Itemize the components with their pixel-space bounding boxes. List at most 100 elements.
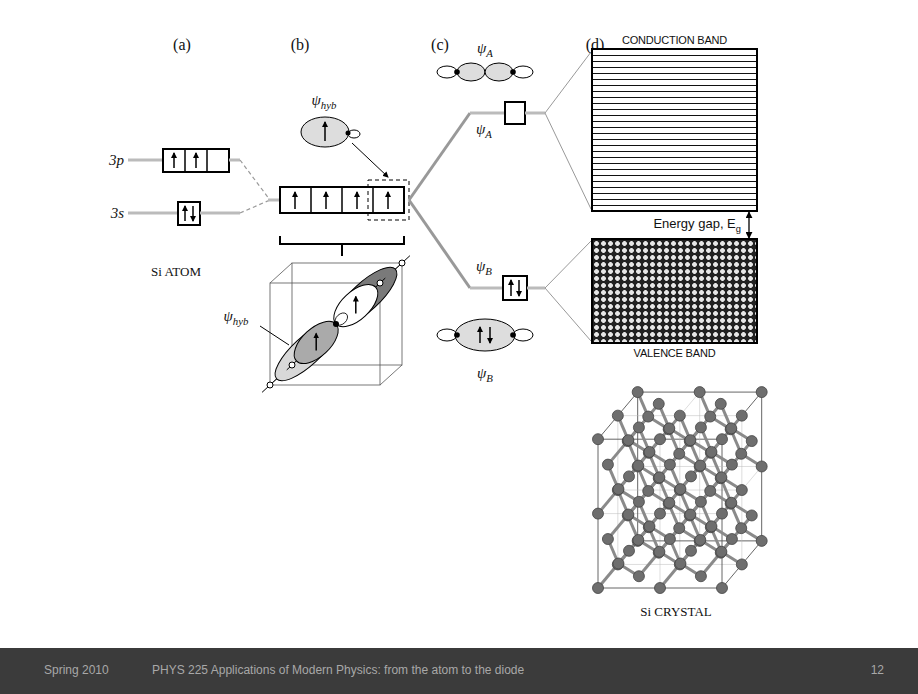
si-crystal-lattice bbox=[674, 559, 685, 570]
tetrahedral-hybrids bbox=[326, 259, 404, 334]
si-crystal-lattice bbox=[675, 558, 686, 569]
si-crystal-lattice bbox=[674, 410, 685, 421]
si-crystal-lattice bbox=[716, 546, 727, 557]
panel-letter: (b) bbox=[291, 36, 310, 54]
si-crystal-lattice bbox=[624, 471, 635, 482]
si-crystal-lattice bbox=[593, 434, 604, 445]
si-crystal-lattice bbox=[632, 535, 643, 546]
antibonding-orbital bbox=[457, 63, 485, 81]
si-crystal-lattice bbox=[706, 446, 717, 457]
antibonding-orbital bbox=[485, 63, 513, 81]
si-crystal-lattice bbox=[736, 448, 747, 459]
tetrahedral-hybrids bbox=[399, 260, 405, 266]
si-crystal-lattice bbox=[612, 410, 623, 421]
si-crystal-lattice bbox=[643, 522, 654, 533]
si-crystal-lattice bbox=[674, 485, 685, 496]
si-crystal-lattice bbox=[685, 509, 696, 520]
si-crystal-lattice bbox=[706, 521, 717, 532]
panel-letter: (a) bbox=[173, 36, 191, 54]
bond-levels bbox=[525, 112, 545, 115]
si-crystal-lattice bbox=[726, 459, 737, 470]
si-crystal-lattice bbox=[622, 510, 633, 521]
si-crystal-lattice bbox=[643, 485, 654, 496]
si-crystal-lattice bbox=[675, 484, 686, 495]
si-crystal-lattice bbox=[593, 583, 604, 594]
si-crystal-lattice bbox=[736, 410, 747, 421]
bonding-orbital bbox=[510, 332, 516, 338]
orbital-label: ψB bbox=[476, 258, 492, 278]
tetrahedral-hybrids bbox=[333, 321, 339, 327]
bond-levels bbox=[503, 276, 527, 300]
atom-levels bbox=[192, 206, 194, 221]
atom-levels bbox=[128, 149, 270, 225]
si-crystal-lattice bbox=[623, 435, 634, 446]
gap-arrow bbox=[748, 212, 749, 238]
si-crystal-lattice bbox=[684, 510, 695, 521]
si-crystal-lattice bbox=[653, 473, 664, 484]
si-crystal-lattice bbox=[715, 547, 726, 558]
orbital-label: ψA bbox=[476, 121, 492, 141]
si-crystal-lattice bbox=[717, 583, 728, 594]
bond-levels bbox=[409, 113, 470, 200]
atom-levels bbox=[128, 159, 163, 162]
si-crystal-lattice bbox=[694, 387, 705, 398]
atom-levels bbox=[206, 149, 208, 172]
tetrahedral-hybrids bbox=[267, 382, 273, 388]
si-crystal-lattice bbox=[593, 387, 768, 594]
atom-levels bbox=[128, 212, 178, 215]
si-crystal-lattice bbox=[613, 558, 624, 569]
si-crystal-lattice bbox=[612, 485, 623, 496]
figure-caption: Si CRYSTAL bbox=[640, 605, 712, 619]
atom-levels bbox=[240, 160, 270, 200]
si-crystal-lattice bbox=[655, 434, 666, 445]
atom-levels bbox=[163, 149, 229, 172]
bonding-orbital bbox=[454, 332, 460, 338]
si-crystal-lattice bbox=[756, 387, 767, 398]
band-box: CONDUCTION BAND bbox=[591, 48, 758, 212]
tetrahedral-hybrids bbox=[333, 311, 350, 328]
hybrid-level bbox=[372, 187, 374, 213]
si-crystal-lattice bbox=[736, 523, 747, 534]
tetrahedral-hybrids bbox=[287, 314, 346, 371]
antibonding-orbital bbox=[510, 69, 516, 75]
si-crystal-lattice bbox=[695, 496, 706, 507]
si-crystal-lattice bbox=[643, 447, 654, 458]
si-crystal-lattice bbox=[624, 545, 635, 556]
si-crystal-lattice bbox=[684, 436, 695, 447]
band-box: VALENCE BAND bbox=[591, 238, 758, 344]
hybrid-level bbox=[310, 187, 312, 213]
si-crystal-lattice bbox=[674, 523, 685, 534]
si-crystal-lattice bbox=[694, 535, 705, 546]
si-crystal-lattice bbox=[726, 423, 737, 434]
si-crystal-lattice bbox=[726, 497, 737, 508]
bonding-orbital bbox=[455, 319, 515, 351]
tetrahedral-hybrids bbox=[380, 365, 402, 385]
tetrahedral-hybrids bbox=[355, 297, 357, 314]
figure-caption: Si ATOM bbox=[151, 265, 201, 279]
si-crystal-lattice bbox=[654, 472, 665, 483]
atom-levels bbox=[240, 200, 270, 213]
hybrid-level bbox=[294, 192, 296, 209]
atom-levels bbox=[195, 153, 197, 168]
si-crystal-lattice bbox=[612, 559, 623, 570]
orbital-label: ψA bbox=[477, 40, 493, 60]
page-number: 12 bbox=[871, 664, 884, 677]
hybrid-level bbox=[356, 192, 358, 209]
atom-levels bbox=[200, 212, 240, 215]
si-crystal-lattice bbox=[726, 534, 737, 545]
tetrahedral-hybrids bbox=[289, 362, 295, 368]
bond-levels bbox=[409, 200, 470, 288]
panel-letter: (c) bbox=[431, 36, 449, 54]
si-crystal-lattice bbox=[664, 459, 675, 470]
hybrid-orbital-lobe bbox=[301, 117, 349, 147]
si-crystal-lattice bbox=[643, 411, 654, 422]
bond-levels bbox=[527, 287, 545, 290]
si-crystal-lattice bbox=[717, 508, 728, 519]
si-crystal-lattice bbox=[664, 423, 675, 434]
tetrahedral-hybrids bbox=[260, 256, 410, 393]
hybrid-level bbox=[268, 180, 409, 256]
bond-levels bbox=[505, 102, 525, 124]
si-crystal-lattice bbox=[685, 435, 696, 446]
hybrid-level bbox=[268, 199, 280, 202]
